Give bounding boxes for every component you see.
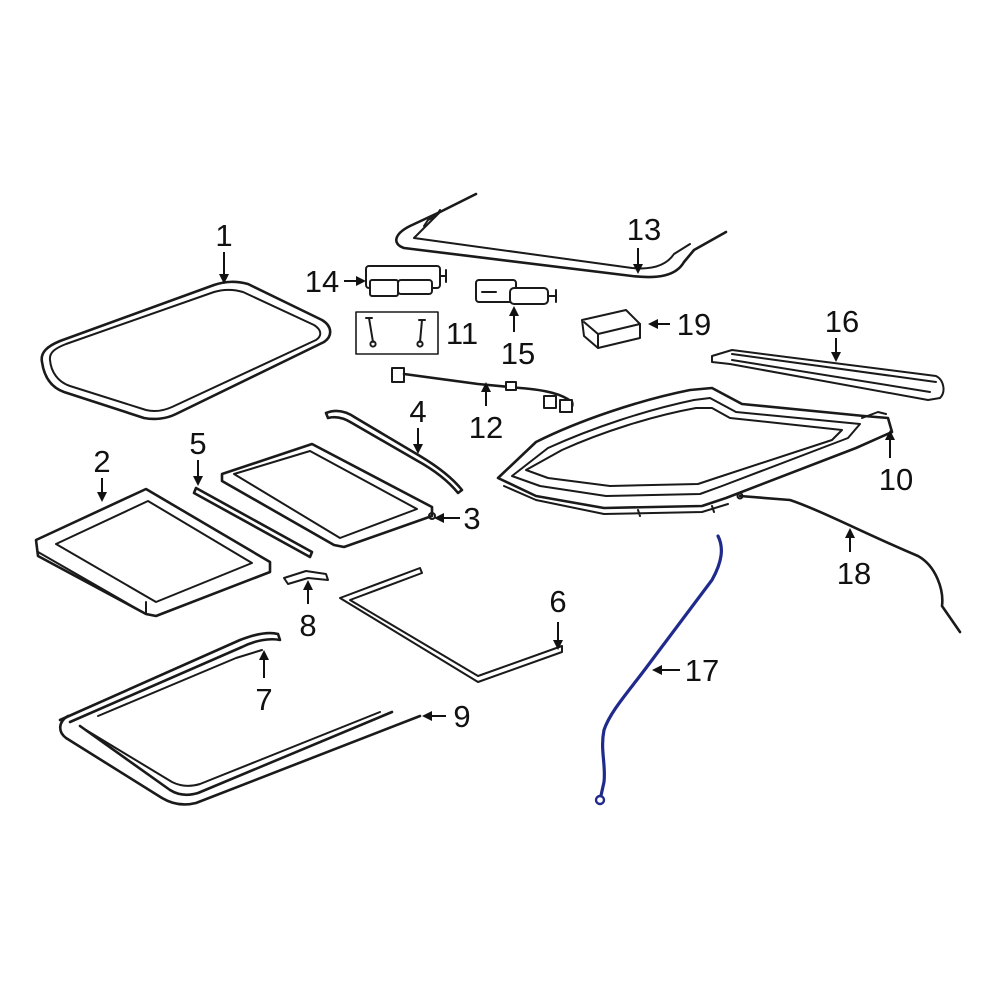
part-9-weatherstrip[interactable] (58, 649, 422, 806)
callout-16: 16 (825, 304, 859, 339)
callout-4: 4 (409, 394, 426, 429)
callout-7: 7 (255, 682, 272, 717)
part-19-module[interactable] (581, 309, 641, 349)
callout-14: 14 (305, 264, 339, 299)
callout-12: 12 (469, 410, 503, 445)
callout-13: 13 (627, 212, 661, 247)
callout-10: 10 (879, 462, 913, 497)
part-10-housing[interactable] (496, 386, 894, 517)
part-18-drain-hose[interactable] (736, 492, 962, 634)
callout-17: 17 (685, 653, 719, 688)
part-13-trough[interactable] (395, 192, 728, 279)
part-14-motor[interactable] (365, 265, 447, 297)
part-7-weatherstrip[interactable] (58, 631, 282, 724)
part-4-seal[interactable] (324, 409, 464, 495)
part-3-glass-frame[interactable] (220, 442, 436, 549)
part-16-sunshade-roll[interactable] (711, 349, 945, 401)
part-12-harness[interactable] (391, 367, 574, 413)
callout-1: 1 (215, 218, 232, 253)
callout-8: 8 (299, 608, 316, 643)
part-6-deflector[interactable] (339, 567, 563, 683)
callout-15: 15 (501, 336, 535, 371)
part-2-panel[interactable] (34, 487, 272, 618)
callout-18: 18 (837, 556, 871, 591)
part-5-seal[interactable] (192, 486, 314, 559)
callout-5: 5 (189, 426, 206, 461)
callout-19: 19 (677, 307, 711, 342)
callout-3: 3 (463, 501, 480, 536)
part-17-drain-hose[interactable] (594, 534, 723, 806)
callout-11: 11 (446, 316, 478, 351)
leader-lines (97, 248, 895, 721)
callout-6: 6 (549, 584, 566, 619)
part-15-motor[interactable] (475, 279, 557, 305)
part-1-glass-panel[interactable] (40, 280, 332, 421)
callout-2: 2 (93, 444, 110, 479)
callout-9: 9 (453, 699, 470, 734)
part-11-bolts[interactable] (355, 311, 439, 355)
part-8-clip[interactable] (283, 570, 329, 585)
